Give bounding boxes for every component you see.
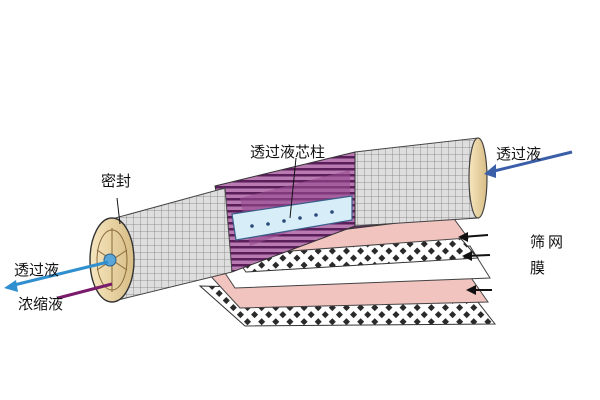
permeate-core-label: 透过液芯柱: [250, 143, 326, 161]
permeate-out-label: 透过液: [14, 261, 60, 279]
right-end-cap-icon: [468, 137, 488, 219]
permeate-out-arrow-icon: [9, 260, 109, 288]
membrane-char: 膜: [530, 259, 546, 277]
net-char: 网: [548, 233, 564, 251]
core-leader-line: [289, 157, 297, 219]
left-end-cap-icon: [89, 217, 135, 303]
seal-leader-line: [116, 197, 121, 225]
mesh-char: 筛: [530, 233, 546, 251]
membrane-label: 膜: [530, 258, 545, 278]
right-tape-segment: [354, 137, 488, 227]
flow-arrows: [4, 150, 573, 300]
permeate-in-arrow-icon: [489, 150, 573, 174]
mesh-membrane-label: 筛: [530, 232, 545, 252]
seal-label: 密封: [101, 172, 132, 190]
permeate-in-label: 透过液: [496, 145, 542, 163]
net-label: 网: [548, 232, 563, 252]
concentrate-arrow-icon: [57, 282, 113, 300]
permeate-core-tube: [231, 195, 353, 241]
concentrate-label: 浓缩液: [18, 295, 64, 313]
